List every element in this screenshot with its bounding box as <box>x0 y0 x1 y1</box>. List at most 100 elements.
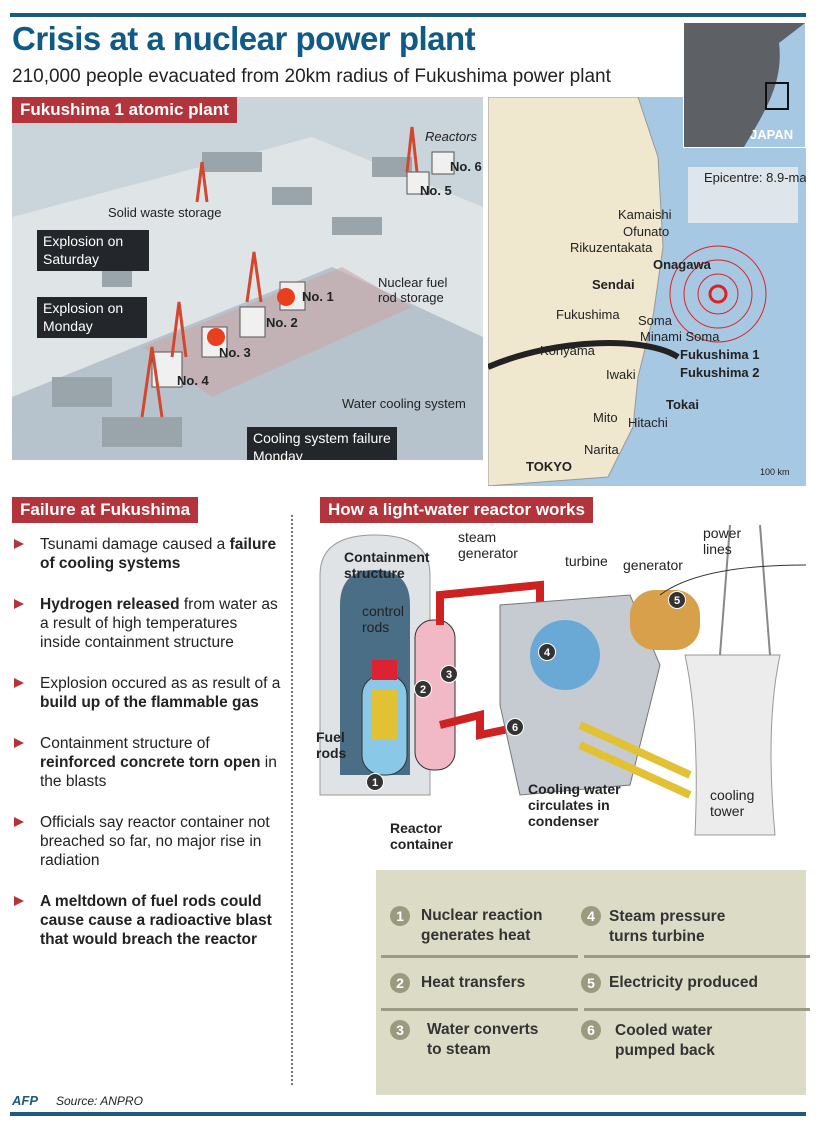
legend-num-6: 6 <box>581 1020 601 1040</box>
legend-step-6: Cooled water pumped back <box>615 1022 715 1059</box>
map-scale: 100 km <box>760 467 790 477</box>
legend-num-3: 3 <box>390 1020 410 1040</box>
steam-generator-label: steam generator <box>458 529 518 561</box>
plant-illustration: Fukushima 1 atomic plant Reactors No. 6 … <box>12 97 483 460</box>
place-iwaki: Iwaki <box>606 367 636 382</box>
fuel-rods-label: Fuel rods <box>316 729 347 761</box>
legend-num-1: 1 <box>390 906 410 926</box>
bullet-text: A meltdown of fuel rods could cause caus… <box>40 893 272 948</box>
bullet-text: build up of the flammable gas <box>40 694 259 711</box>
bullet-arrow-icon <box>14 678 24 688</box>
place-koriyama: Koriyama <box>540 343 595 358</box>
failure-bullet: Officials say reactor container not brea… <box>12 813 282 870</box>
bullet-arrow-icon <box>14 896 24 906</box>
source-text: Source: ANPRO <box>56 1094 143 1108</box>
legend-step-1: Nuclear reaction generates heat <box>421 907 543 944</box>
bullet-text: Explosion occured as as result of a <box>40 675 281 692</box>
step-1-marker: 1 <box>366 773 384 791</box>
japan-inset-drawing <box>744 23 805 147</box>
epicentre-label: Epicentre: 8.9-magnitude quake Friday <box>704 170 806 185</box>
bullet-text: reinforced concrete torn open <box>40 754 261 771</box>
failure-bullets: Tsunami damage caused a failure of cooli… <box>12 535 282 971</box>
turbine-label: turbine <box>565 553 608 569</box>
legend-step-3: Water converts to steam <box>427 1021 539 1058</box>
japan-label: JAPAN <box>750 127 794 142</box>
legend-num-5: 5 <box>581 973 601 993</box>
page-title: Crisis at a nuclear power plant <box>12 20 476 57</box>
reactor-heading: How a light-water reactor works <box>320 497 593 523</box>
generator-label: generator <box>623 557 683 573</box>
control-rods-label: control rods <box>362 603 405 635</box>
step-4-marker: 4 <box>538 643 556 661</box>
bullet-text: failure of cooling systems <box>40 536 277 572</box>
bullet-text: Containment structure of <box>40 735 210 752</box>
place-fukushima: Fukushima <box>556 307 620 322</box>
reactors-label: Reactors <box>425 129 478 144</box>
place-rikuzentakata: Rikuzentakata <box>570 240 653 255</box>
explosion-saturday-callout: Explosion on Saturday <box>37 230 149 271</box>
reactor-diagram: 1 2 3 4 5 6 Containment structure steam … <box>300 524 807 865</box>
place-tokyo: TOKYO <box>526 459 572 474</box>
place-ofunato: Ofunato <box>623 224 670 239</box>
failure-bullet: A meltdown of fuel rods could cause caus… <box>12 892 282 949</box>
power-lines-label: power lines <box>703 525 742 557</box>
cooling-tower-label: cooling tower <box>710 787 755 819</box>
failure-bullet: Explosion occured as as result of a buil… <box>12 674 282 712</box>
place-kamaishi: Kamaishi <box>618 207 672 222</box>
legend-step-4: Steam pressure turns turbine <box>609 908 726 945</box>
unit-6-label: No. 6 <box>450 159 482 174</box>
map-panel: Epicentre: 8.9-magnitude quake Friday Ka… <box>488 97 806 486</box>
unit-2-label: No. 2 <box>266 315 298 330</box>
bullet-arrow-icon <box>14 539 24 549</box>
water-cooling-label: Water cooling system <box>342 396 466 411</box>
legend-step-5: Electricity produced <box>609 974 759 991</box>
place-fukushima-1: Fukushima 1 <box>680 347 760 362</box>
step-6-marker: 6 <box>506 718 524 736</box>
containment-label: Containment structure <box>344 549 430 581</box>
section-divider <box>291 515 293 1085</box>
bottom-rule <box>10 1112 806 1116</box>
plant-heading: Fukushima 1 atomic plant <box>12 97 237 123</box>
legend-num-4: 4 <box>581 906 601 926</box>
bullet-text: from water as a result of high temperatu… <box>40 596 278 651</box>
top-rule <box>10 13 806 17</box>
place-mito: Mito <box>593 410 618 425</box>
unit-3-label: No. 3 <box>219 345 251 360</box>
legend-step-2: Heat transfers <box>421 974 526 991</box>
bullet-arrow-icon <box>14 599 24 609</box>
japan-inset-map: JAPAN <box>683 22 806 148</box>
plant-drawing <box>12 126 483 460</box>
bullet-text: Hydrogen released <box>40 596 180 613</box>
bullet-text: in the blasts <box>40 754 277 790</box>
step-3-marker: 3 <box>440 665 458 683</box>
legend-divider <box>381 955 578 958</box>
bullet-arrow-icon <box>14 738 24 748</box>
unit-1-label: No. 1 <box>302 289 334 304</box>
place-tokai: Tokai <box>666 397 699 412</box>
fuel-rod-storage-label: Nuclear fuel rod storage <box>378 275 448 305</box>
bullet-text: Tsunami damage caused a <box>40 536 230 553</box>
place-fukushima-2: Fukushima 2 <box>680 365 760 380</box>
step-5-marker: 5 <box>668 591 686 609</box>
place-sendai: Sendai <box>592 277 635 292</box>
map-drawing <box>488 97 798 486</box>
place-hitachi: Hitachi <box>628 415 668 430</box>
afp-logo: AFP <box>12 1093 38 1108</box>
legend-divider <box>584 955 810 958</box>
unit-4-label: No. 4 <box>177 373 209 388</box>
reactor-container-label: Reactor container <box>390 820 454 852</box>
cooling-failure-callout: Cooling system failure Monday <box>247 427 397 460</box>
steps-legend: 1 Nuclear reaction generates heat 4 Stea… <box>376 870 810 1095</box>
bullet-arrow-icon <box>14 817 24 827</box>
cooling-water-label: Cooling water circulates in condenser <box>528 781 621 829</box>
place-onagawa: Onagawa <box>653 257 711 272</box>
failure-bullet: Containment structure of reinforced conc… <box>12 734 282 791</box>
bullet-text: Officials say reactor container not brea… <box>40 814 270 869</box>
failure-heading: Failure at Fukushima <box>12 497 199 523</box>
place-narita: Narita <box>584 442 619 457</box>
failure-bullet: Hydrogen released from water as a result… <box>12 595 282 652</box>
explosion-monday-callout: Explosion on Monday <box>37 297 147 338</box>
step-2-marker: 2 <box>414 680 432 698</box>
place-soma: Soma <box>638 313 672 328</box>
solid-waste-label: Solid waste storage <box>108 205 222 220</box>
